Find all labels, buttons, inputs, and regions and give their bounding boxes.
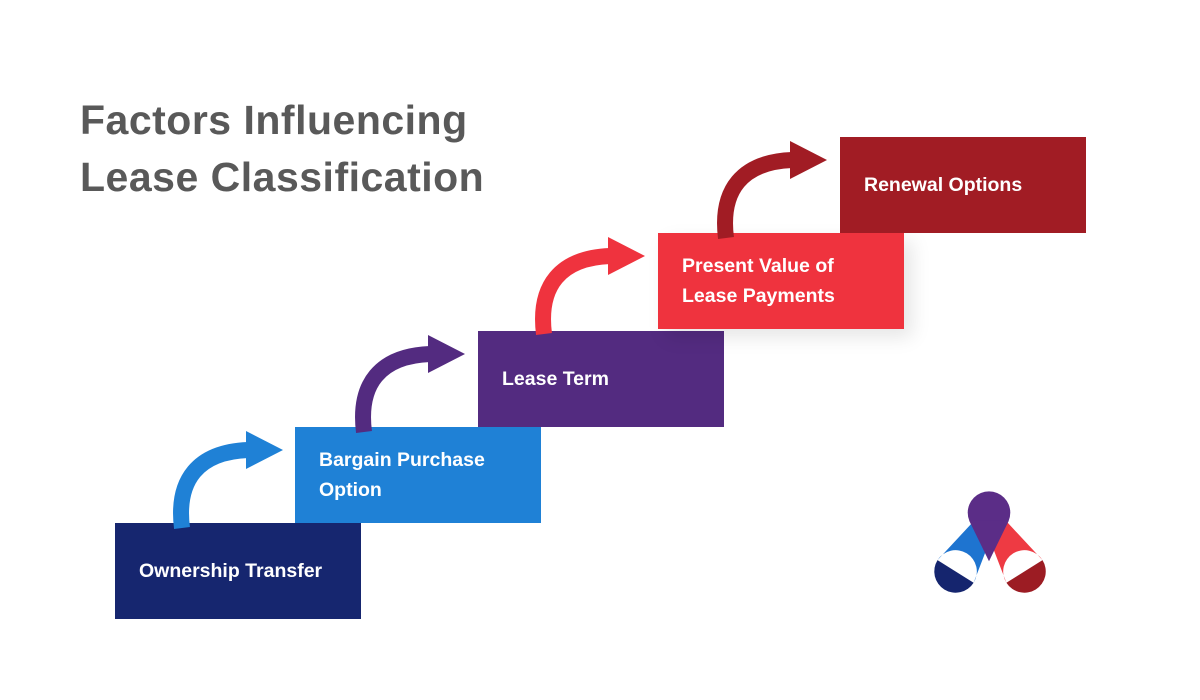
- logo-right-base: [1006, 560, 1046, 593]
- step-5-label: Renewal Options: [864, 173, 1023, 196]
- arrow-4: [710, 138, 830, 242]
- step-1: Ownership Transfer: [115, 523, 361, 619]
- step-4-label: Present Value of Lease Payments: [682, 254, 835, 307]
- curved-arrow-icon: [355, 335, 465, 433]
- page-title-line1: Factors Influencing: [80, 97, 468, 143]
- step-3: Lease Term: [478, 331, 724, 427]
- arrow-2: [348, 332, 468, 436]
- step-2-label: Bargain Purchase Option: [319, 448, 485, 501]
- step-1-label: Ownership Transfer: [139, 559, 323, 582]
- step-2: Bargain Purchase Option: [295, 427, 541, 523]
- brand-logo: [934, 491, 1046, 593]
- curved-arrow-icon: [173, 431, 283, 529]
- step-5: Renewal Options: [840, 137, 1086, 233]
- logo-left-base: [934, 560, 974, 593]
- step-4: Present Value of Lease Payments: [658, 233, 904, 329]
- curved-arrow-icon: [535, 237, 645, 335]
- step-3-label: Lease Term: [502, 367, 609, 390]
- arrow-1: [166, 428, 286, 532]
- page-title-line2: Lease Classification: [80, 154, 485, 200]
- page-title: Factors Influencing Lease Classification: [80, 92, 484, 206]
- logo-center-drop: [967, 491, 1011, 562]
- arrow-3: [528, 234, 648, 338]
- curved-arrow-icon: [717, 141, 827, 239]
